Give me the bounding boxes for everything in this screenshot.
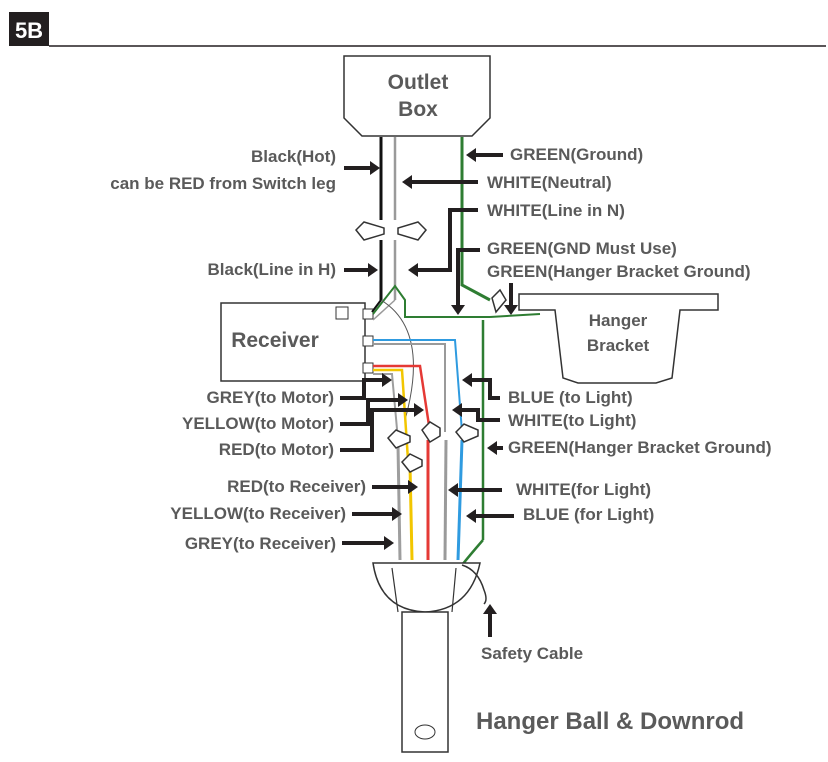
arrow-green-hanger-bracket-ground-top [504, 283, 518, 315]
arrow-white-neutral [402, 175, 478, 189]
arrow-blue-to-light [462, 373, 500, 400]
arrow-red-to-motor [340, 403, 424, 452]
label-black-hot-note: can be RED from Switch leg [110, 174, 336, 193]
hanger-bracket [518, 293, 719, 384]
arrow-red-to-receiver [372, 480, 418, 494]
label-black-line-in-h: Black(Line in H) [208, 260, 336, 279]
wire-nut-7 [400, 453, 423, 473]
caption: Hanger Ball & Downrod [476, 708, 744, 735]
wire-blue-receiver [373, 339, 463, 433]
wire-yellow-lower [408, 464, 414, 561]
wire-nut-4 [386, 429, 411, 449]
wire-nut-5 [421, 421, 441, 444]
label-blue-for-light: BLUE (for Light) [523, 505, 654, 524]
label-red-to-motor: RED(to Motor) [219, 440, 334, 459]
wire-white-receiver [372, 299, 396, 321]
label-green-gnd-must-use: GREEN(GND Must Use) [487, 239, 677, 258]
arrow-safety-cable [483, 604, 497, 637]
wire-red-receiver [373, 364, 432, 433]
arrow-black-hot [344, 161, 380, 175]
downrod-hole [414, 724, 436, 740]
step-badge [9, 12, 49, 46]
label-green-ground: GREEN(Ground) [510, 145, 643, 164]
hanger-ball-slot [391, 567, 457, 613]
arrow-green-ground [466, 148, 503, 162]
step-badge-label: 5B [15, 18, 43, 43]
wire-white-receiver-light [373, 343, 446, 432]
arrow-white-to-light [452, 403, 500, 422]
label-black-hot: Black(Hot) [251, 147, 336, 166]
label-grey-to-motor: GREY(to Motor) [207, 388, 334, 407]
arrow-yellow-to-motor [340, 393, 408, 426]
wire-green-supply [460, 137, 491, 302]
arrow-yellow-to-receiver [352, 507, 402, 521]
wire-black-receiver [371, 299, 382, 313]
wire-nut-6 [454, 423, 479, 443]
label-yellow-to-motor: YELLOW(to Motor) [182, 414, 334, 433]
receiver-terminal-1 [362, 308, 374, 320]
wire-nut-1 [354, 221, 385, 241]
receiver-terminal-3 [362, 362, 374, 374]
arrow-green-hanger-bracket-ground [487, 441, 503, 455]
label-red-to-receiver: RED(to Receiver) [227, 477, 366, 496]
receiver-indicator [335, 306, 349, 320]
arrow-white-for-light [448, 483, 502, 497]
label-green-hanger-bracket-ground-top: GREEN(Hanger Bracket Ground) [487, 262, 751, 281]
receiver-terminal-2 [362, 335, 374, 347]
wire-white-lower [443, 439, 448, 561]
label-yellow-to-receiver: YELLOW(to Receiver) [170, 504, 346, 523]
outlet-box [343, 55, 491, 137]
outlet-box-label-1: Outlet [388, 71, 449, 94]
hanger-bracket-label-2: Bracket [587, 336, 650, 355]
arrow-blue-for-light [466, 509, 514, 523]
wire-green-bracket [489, 313, 541, 318]
arrow-grey-to-receiver [342, 536, 394, 550]
label-white-to-light: WHITE(to Light) [508, 411, 636, 430]
outlet-box-label-2: Box [398, 98, 438, 121]
wire-grey-lower [396, 444, 402, 561]
label-white-line-in-n: WHITE(Line in N) [487, 201, 625, 220]
safety-cable-line [461, 564, 487, 605]
wire-nut-3 [491, 288, 507, 314]
arrow-black-line-in-h [344, 263, 378, 277]
label-green-hanger-bracket-ground: GREEN(Hanger Bracket Ground) [508, 438, 772, 457]
wire-green-lower [461, 539, 484, 566]
wire-nut-2 [397, 221, 428, 241]
label-safety-cable: Safety Cable [481, 644, 583, 663]
label-grey-to-receiver: GREY(to Receiver) [185, 534, 336, 553]
hanger-ball [372, 562, 481, 613]
hanger-bracket-label-1: Hanger [589, 311, 648, 330]
arrow-white-line-in-n [408, 208, 478, 277]
wire-yellow-receiver [373, 368, 410, 461]
wire-grey-receiver [373, 373, 399, 441]
label-white-for-light: WHITE(for Light) [516, 480, 651, 499]
label-blue-to-light: BLUE (to Light) [508, 388, 633, 407]
arrow-green-gnd-must-use [451, 248, 480, 315]
receiver-label: Receiver [231, 329, 319, 352]
wire-green-receiver [372, 284, 490, 318]
wire-blue-lower [456, 439, 464, 561]
label-white-neutral: WHITE(Neutral) [487, 173, 612, 192]
arrow-grey-to-motor [340, 373, 392, 400]
